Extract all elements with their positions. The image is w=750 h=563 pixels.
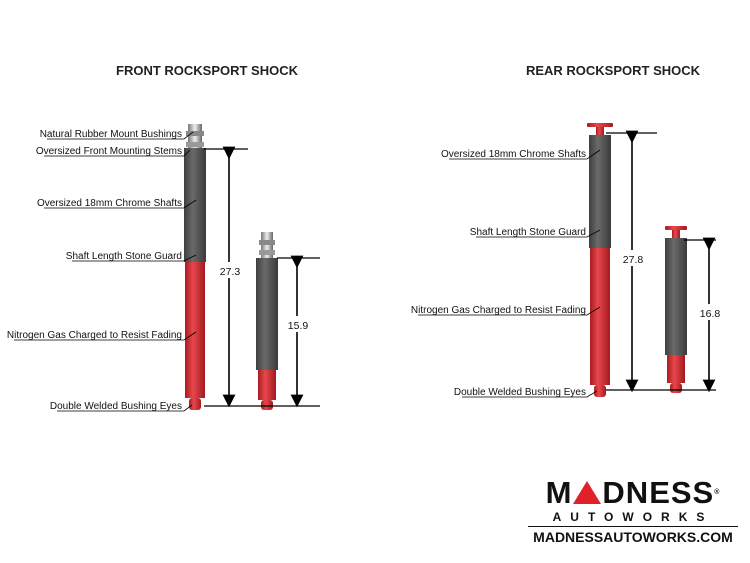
rear-title: REAR ROCKSPORT SHOCK (526, 63, 701, 78)
brand-url: MADNESSAUTOWORKS.COM (533, 529, 733, 545)
rear-shock-compressed (665, 226, 687, 393)
front-shock-extended (184, 124, 206, 410)
callout-rear-chrome-shafts: Oversized 18mm Chrome Shafts (441, 149, 586, 160)
front-extended-length: 27.3 (220, 266, 241, 278)
front-callouts (14, 131, 197, 412)
rear-extended-length: 27.8 (623, 254, 644, 266)
logo-divider (528, 526, 738, 527)
rear-callouts (418, 149, 601, 398)
callout-front-stone-guard: Shaft Length Stone Guard (66, 251, 182, 262)
callout-rear-stone-guard: Shaft Length Stone Guard (470, 227, 586, 238)
callout-natural-rubber-mount-bushings: Natural Rubber Mount Bushings (40, 129, 182, 140)
front-shock-compressed (256, 232, 278, 410)
callout-rear-bushing-eyes: Double Welded Bushing Eyes (454, 387, 586, 398)
callout-rear-nitrogen-gas: Nitrogen Gas Charged to Resist Fading (411, 305, 586, 316)
front-compressed-length: 15.9 (288, 320, 309, 332)
callout-front-bushing-eyes: Double Welded Bushing Eyes (50, 401, 182, 412)
rear-compressed-length: 16.8 (700, 308, 721, 320)
callout-front-nitrogen-gas: Nitrogen Gas Charged to Resist Fading (7, 330, 182, 341)
front-title: FRONT ROCKSPORT SHOCK (116, 63, 299, 78)
callout-front-chrome-shafts: Oversized 18mm Chrome Shafts (37, 198, 182, 209)
callout-oversized-front-mounting-stems: Oversized Front Mounting Stems (36, 146, 182, 157)
rear-shock-extended (587, 123, 613, 397)
logo-subtitle: AUTOWORKS (552, 510, 714, 524)
logo-triangle-icon (573, 481, 602, 504)
